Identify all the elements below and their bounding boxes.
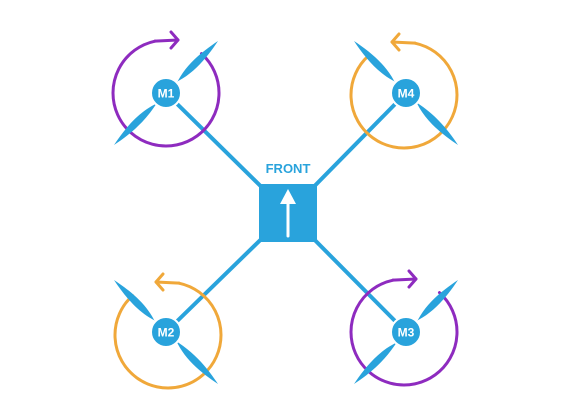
motor-m1: M1 xyxy=(111,30,221,148)
curved-arrow-icon xyxy=(390,32,401,52)
flight-controller-body xyxy=(259,184,317,242)
motor-hub-m3 xyxy=(390,316,422,348)
rotation-arrow-tail-m2 xyxy=(154,280,181,285)
rotation-arrow-tail-m3 xyxy=(391,277,418,282)
motor-m4: M4 xyxy=(349,32,459,150)
rotation-ring-m1 xyxy=(111,39,221,148)
motor-m2: M2 xyxy=(113,272,223,390)
rotation-ring-m3 xyxy=(349,278,459,387)
curved-arrow-icon xyxy=(154,272,165,292)
rotation-ring-m2 xyxy=(113,281,223,390)
front-label: FRONT xyxy=(266,161,311,176)
up-arrow-icon xyxy=(280,189,296,238)
rotation-arrow-tail-m1 xyxy=(153,38,180,43)
rotation-arrow-tail-m4 xyxy=(390,40,417,45)
rotation-ring-m4 xyxy=(349,41,459,150)
motor-label-m4: M4 xyxy=(398,87,415,101)
motor-label-m3: M3 xyxy=(398,326,415,340)
curved-arrow-icon xyxy=(169,30,180,50)
curved-arrow-icon xyxy=(407,269,418,289)
motor-hub-m2 xyxy=(150,316,182,348)
motor-hub-m4 xyxy=(390,77,422,109)
motor-m3: M3 xyxy=(349,269,459,387)
motor-label-m1: M1 xyxy=(158,87,175,101)
motor-hub-m1 xyxy=(150,77,182,109)
motor-label-m2: M2 xyxy=(158,326,175,340)
